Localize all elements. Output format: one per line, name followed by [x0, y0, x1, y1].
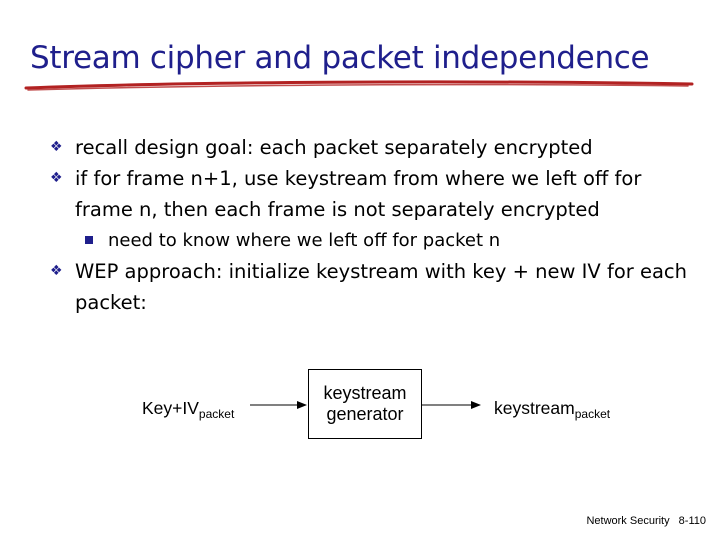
bullet-item: ❖ recall design goal: each packet separa…	[50, 132, 690, 163]
bullet-text: if for frame n+1, use keystream from whe…	[75, 167, 642, 221]
bullet-list: ❖ recall design goal: each packet separa…	[50, 132, 690, 318]
box-line-2: generator	[326, 404, 404, 424]
bullet-item: ❖ WEP approach: initialize keystream wit…	[50, 256, 690, 318]
page-number: 8-110	[678, 515, 706, 527]
key-iv-subscript: packet	[198, 407, 235, 421]
key-iv-text: Key+IV	[142, 398, 199, 418]
keystream-output-text: keystream	[494, 398, 575, 418]
title-underline	[24, 80, 694, 91]
keystream-generator-box: keystream generator	[308, 369, 422, 439]
sub-bullet-item: need to know where we left off for packe…	[50, 225, 690, 256]
keystream-output-label: keystreampacket	[494, 398, 610, 421]
box-line-1: keystream	[323, 383, 407, 403]
diamond-bullet-icon: ❖	[50, 139, 63, 155]
diamond-bullet-icon: ❖	[50, 263, 63, 279]
square-bullet-icon	[85, 236, 93, 244]
footer: Network Security 8-110	[586, 515, 706, 527]
key-iv-label: Key+IVpacket	[142, 398, 234, 421]
bullet-text: recall design goal: each packet separate…	[75, 136, 593, 159]
bullet-item: ❖ if for frame n+1, use keystream from w…	[50, 163, 690, 225]
sub-bullet-text: need to know where we left off for packe…	[108, 230, 501, 251]
diamond-bullet-icon: ❖	[50, 170, 63, 186]
keystream-output-subscript: packet	[574, 407, 611, 421]
slide-title: Stream cipher and packet independence	[30, 40, 650, 76]
bullet-text: WEP approach: initialize keystream with …	[75, 260, 687, 314]
footer-text: Network Security	[586, 515, 670, 527]
